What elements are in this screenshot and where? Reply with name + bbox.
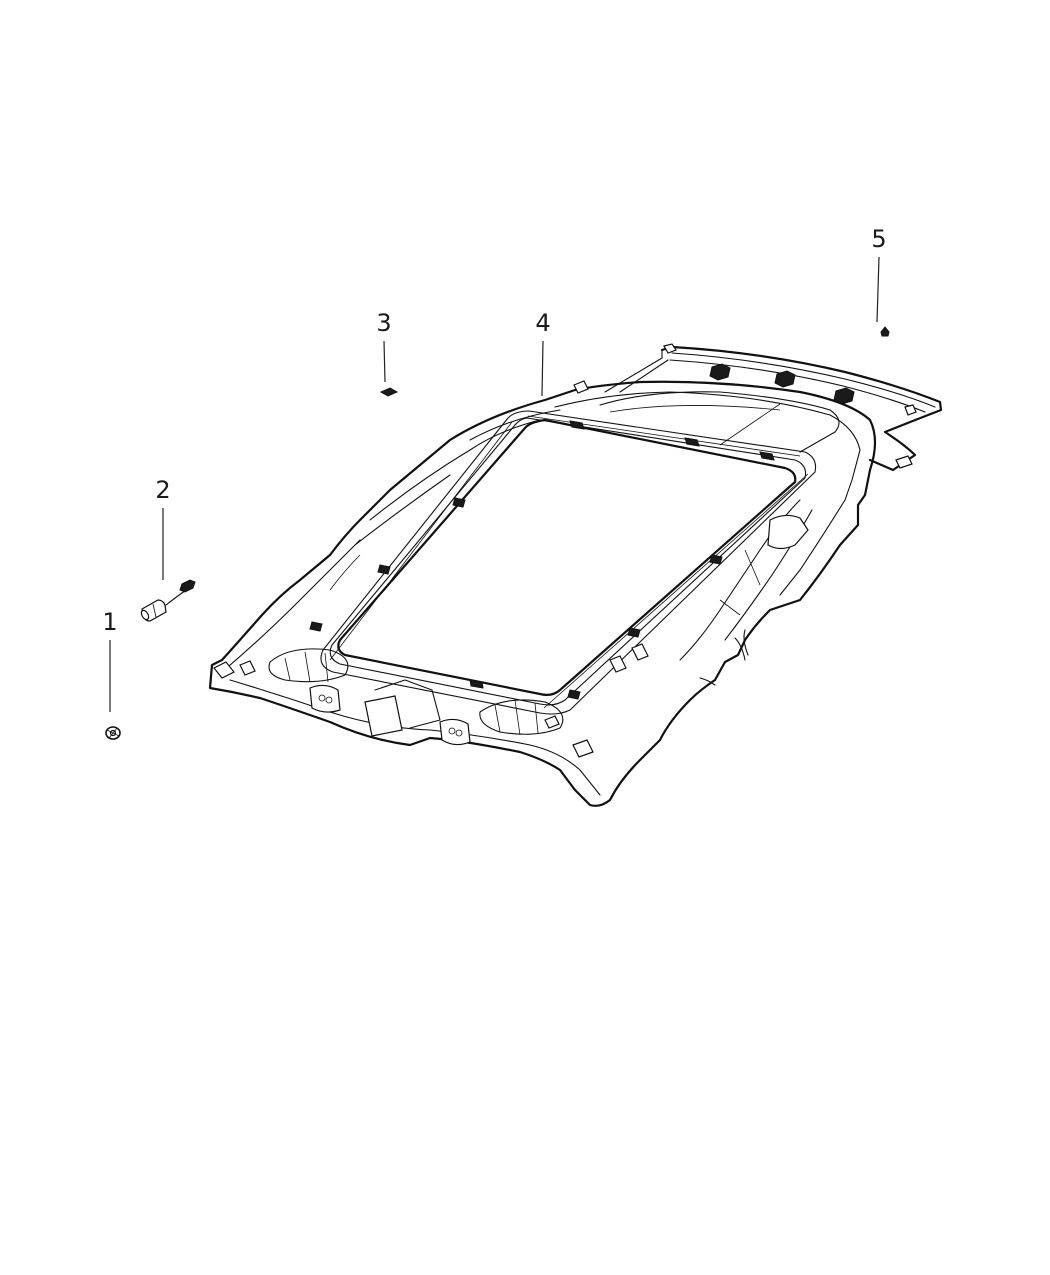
leader-line-3 [383,340,386,383]
callout-number-4: 4 [535,309,551,337]
push-pin-clip-part-1 [105,726,121,740]
callout-number-3: 3 [376,309,392,337]
callout-number-1: 1 [102,608,118,636]
lamp-with-wire-part-2 [140,579,196,622]
callout-number-2: 2 [155,476,171,504]
leader-line-5 [876,256,880,323]
retainer-clip-part-5 [880,326,890,337]
leader-line-4 [541,340,544,397]
callout-number-5: 5 [871,225,887,253]
headliner-part-4 [208,343,943,807]
pad-part-3 [379,387,399,397]
